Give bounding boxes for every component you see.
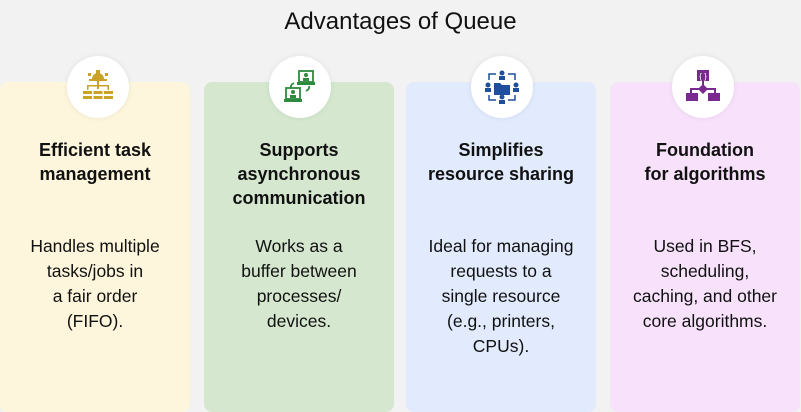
flowchart-algorithm-icon: { } (672, 56, 734, 118)
card-async-communication (204, 82, 394, 412)
svg-text:{ }: { } (699, 72, 707, 81)
page-title: Advantages of Queue (284, 8, 517, 35)
card-algorithms (610, 82, 800, 412)
card-resource-sharing (406, 82, 596, 412)
shared-folder-users-icon (471, 56, 533, 118)
card-task-management (0, 82, 190, 412)
card-description: Used in BFS,scheduling,caching, and othe… (633, 236, 777, 331)
computers-exchange-icon (269, 56, 331, 118)
task-hierarchy-gear-icon (67, 56, 129, 118)
